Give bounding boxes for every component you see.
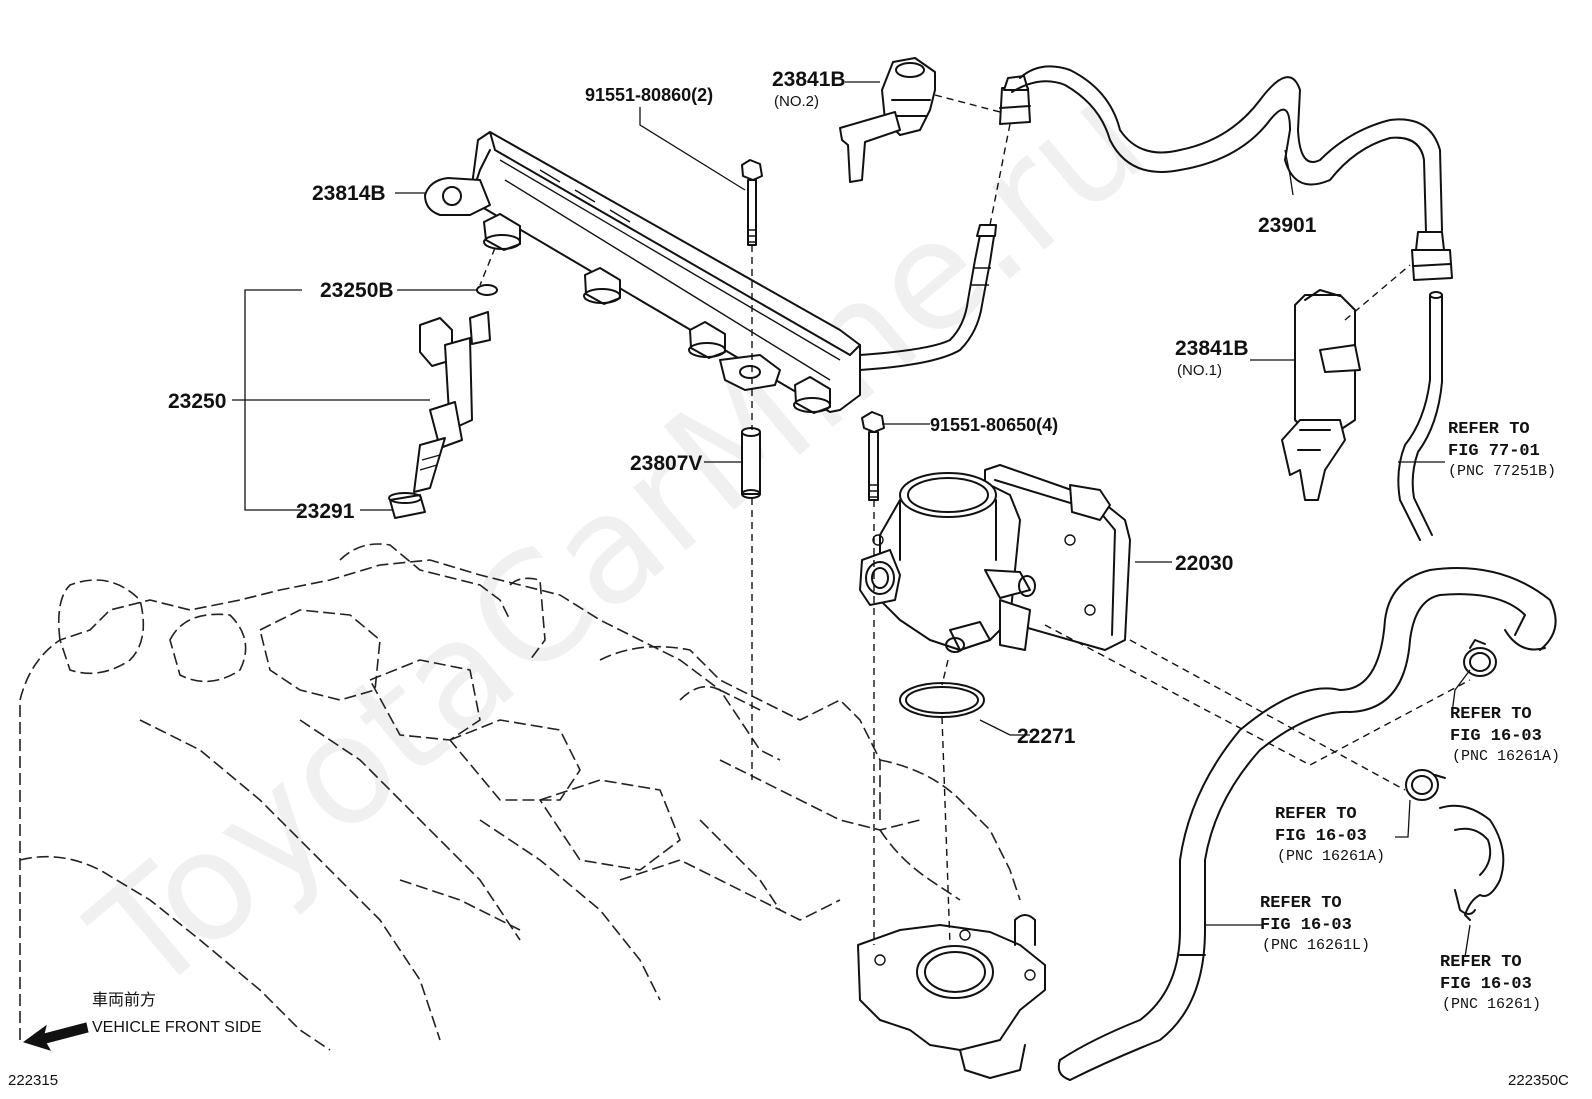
label-23841B-no1-sub: (NO.1) <box>1177 362 1222 379</box>
front-label-japanese: 車両前方 <box>92 991 156 1009</box>
label-23291: 23291 <box>296 500 355 523</box>
spacer-23807v <box>741 427 761 499</box>
intake-flange <box>857 914 1046 1079</box>
ref4-line3: (PNC 16261L) <box>1262 937 1370 954</box>
label-23901: 23901 <box>1258 214 1317 237</box>
ref2-line2: FIG 16-03 <box>1450 727 1542 746</box>
label-23807V: 23807V <box>630 452 702 475</box>
label-22271: 22271 <box>1017 725 1076 748</box>
label-23250B: 23250B <box>320 279 394 302</box>
ref5-line2: FIG 16-03 <box>1440 975 1532 994</box>
vehicle-front-indicator: 車両前方 VEHICLE FRONT SIDE <box>22 991 262 1051</box>
arrow-left-icon <box>22 1022 89 1051</box>
vent-pipe <box>1397 291 1443 541</box>
reference-77-01: REFER TO FIG 77-01 (PNC 77251B) <box>1448 420 1556 480</box>
label-91551-80860: 91551-80860(2) <box>585 85 713 105</box>
bolt-91551-80860 <box>741 159 763 246</box>
ref5-line1: REFER TO <box>1440 953 1522 972</box>
ref3-line3: (PNC 16261A) <box>1277 848 1385 865</box>
ref5-line3: (PNC 16261) <box>1442 996 1541 1013</box>
fuel-injector <box>388 284 498 519</box>
assembly-lines <box>479 94 1471 946</box>
connector-23841b-no2 <box>839 57 936 183</box>
hose-clamps <box>1405 639 1505 921</box>
label-23841B-no1: 23841B <box>1175 337 1249 360</box>
ref1-line3: (PNC 77251B) <box>1448 463 1556 480</box>
label-23250: 23250 <box>168 390 226 413</box>
label-23841B-no2: 23841B <box>772 68 846 91</box>
ref1-line1: REFER TO <box>1448 420 1530 439</box>
coolant-hose-large <box>1057 567 1557 1081</box>
ref3-line2: FIG 16-03 <box>1275 827 1367 846</box>
label-22030: 22030 <box>1175 552 1233 575</box>
ref2-line1: REFER TO <box>1450 705 1532 724</box>
fuel-rail <box>424 131 997 414</box>
reference-16-03-a: REFER TO FIG 16-03 (PNC 16261A) <box>1450 705 1560 765</box>
front-label-english: VEHICLE FRONT SIDE <box>92 1019 262 1036</box>
throttle-body <box>859 464 1131 653</box>
reference-16-03-l: REFER TO FIG 16-03 (PNC 16261L) <box>1260 894 1370 954</box>
ref4-line2: FIG 16-03 <box>1260 916 1352 935</box>
diagram-code-left: 222315 <box>8 1072 58 1089</box>
bolt-91551-80650 <box>861 411 885 501</box>
engine-outline <box>19 543 1021 1051</box>
label-91551-80650: 91551-80650(4) <box>930 415 1058 435</box>
ref2-line3: (PNC 16261A) <box>1452 748 1560 765</box>
reference-16-03-b: REFER TO FIG 16-03 (PNC 16261A) <box>1275 805 1385 865</box>
ref4-line1: REFER TO <box>1260 894 1342 913</box>
reference-16-03: REFER TO FIG 16-03 (PNC 16261) <box>1440 953 1541 1013</box>
gasket-22271 <box>899 682 985 718</box>
leader-lines <box>232 81 1471 958</box>
ref3-line1: REFER TO <box>1275 805 1357 824</box>
connector-23841b-no1 <box>1281 289 1361 501</box>
ref1-line2: FIG 77-01 <box>1448 442 1540 461</box>
label-23814B: 23814B <box>312 182 386 205</box>
fuel-hose-23901 <box>999 65 1453 281</box>
diagram-code-right: 222350C <box>1508 1072 1569 1089</box>
label-23841B-no2-sub: (NO.2) <box>774 93 819 110</box>
